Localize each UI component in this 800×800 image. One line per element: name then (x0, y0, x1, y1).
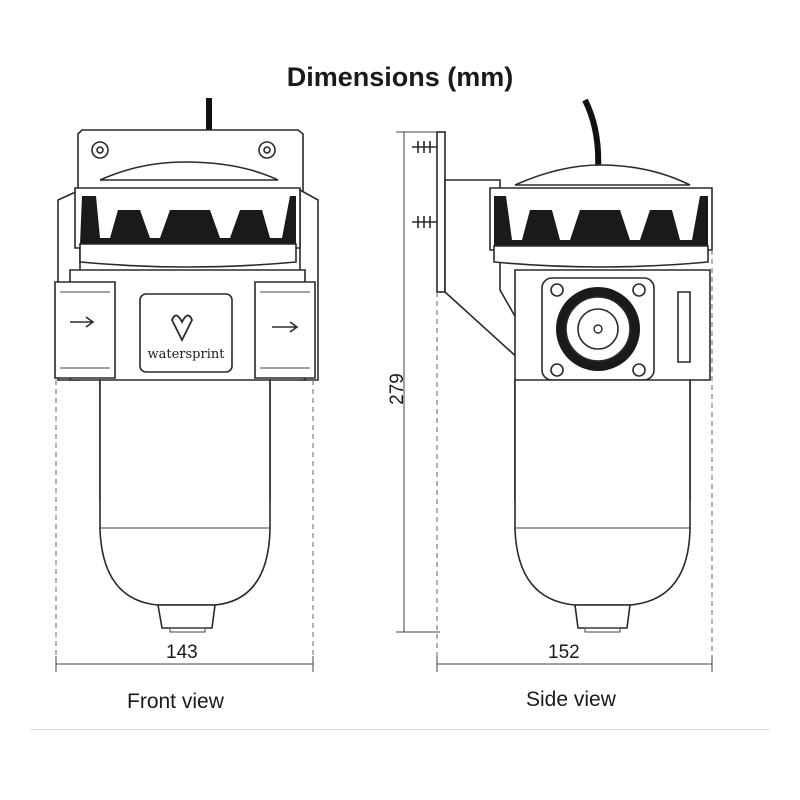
page-title: Dimensions (mm) (286, 62, 514, 92)
divider (30, 729, 770, 730)
height-dimension (396, 131, 440, 633)
height-label: 279 (387, 373, 408, 405)
side-view-label: Side view (526, 688, 616, 711)
side-width-label: 152 (548, 642, 580, 663)
front-view-label: Front view (127, 690, 224, 713)
logo-text: watersprint (148, 347, 226, 362)
front-width-label: 143 (166, 642, 198, 663)
side-view-drawing (412, 98, 713, 672)
front-view-drawing: watersprint (54, 98, 319, 672)
